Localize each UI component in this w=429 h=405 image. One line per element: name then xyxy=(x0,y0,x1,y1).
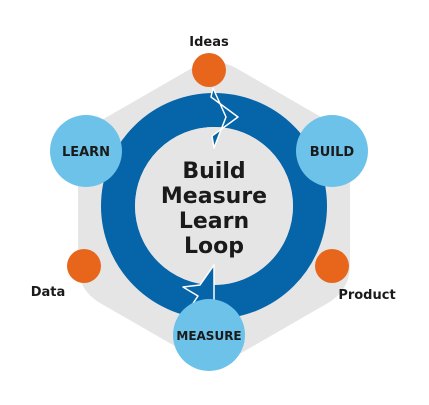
stage-measure-circle xyxy=(173,299,245,371)
stage-build: BUILD xyxy=(296,115,368,187)
center-title-line-2: Measure xyxy=(161,184,267,209)
center-disc xyxy=(135,127,293,285)
center-title-line-4: Loop xyxy=(184,234,244,259)
stage-learn: LEARN xyxy=(50,115,122,187)
artifact-product-dot xyxy=(315,249,349,283)
stage-build-label: BUILD xyxy=(310,145,355,160)
center-title-line-3: Learn xyxy=(179,209,249,234)
stage-learn-circle xyxy=(50,115,122,187)
stage-build-circle xyxy=(296,115,368,187)
loop-arrow-top xyxy=(210,87,239,149)
artifact-ideas-label: Ideas xyxy=(189,35,229,50)
artifact-ideas-dot xyxy=(192,53,226,87)
artifact-data-dot xyxy=(67,249,101,283)
stage-learn-label: LEARN xyxy=(62,145,110,160)
artifact-data-label: Data xyxy=(31,285,66,300)
artifact-product-label: Product xyxy=(338,288,395,303)
center-title-line-1: Build xyxy=(182,159,245,184)
stage-measure-label: MEASURE xyxy=(176,329,241,343)
stage-measure: MEASURE xyxy=(173,299,245,371)
